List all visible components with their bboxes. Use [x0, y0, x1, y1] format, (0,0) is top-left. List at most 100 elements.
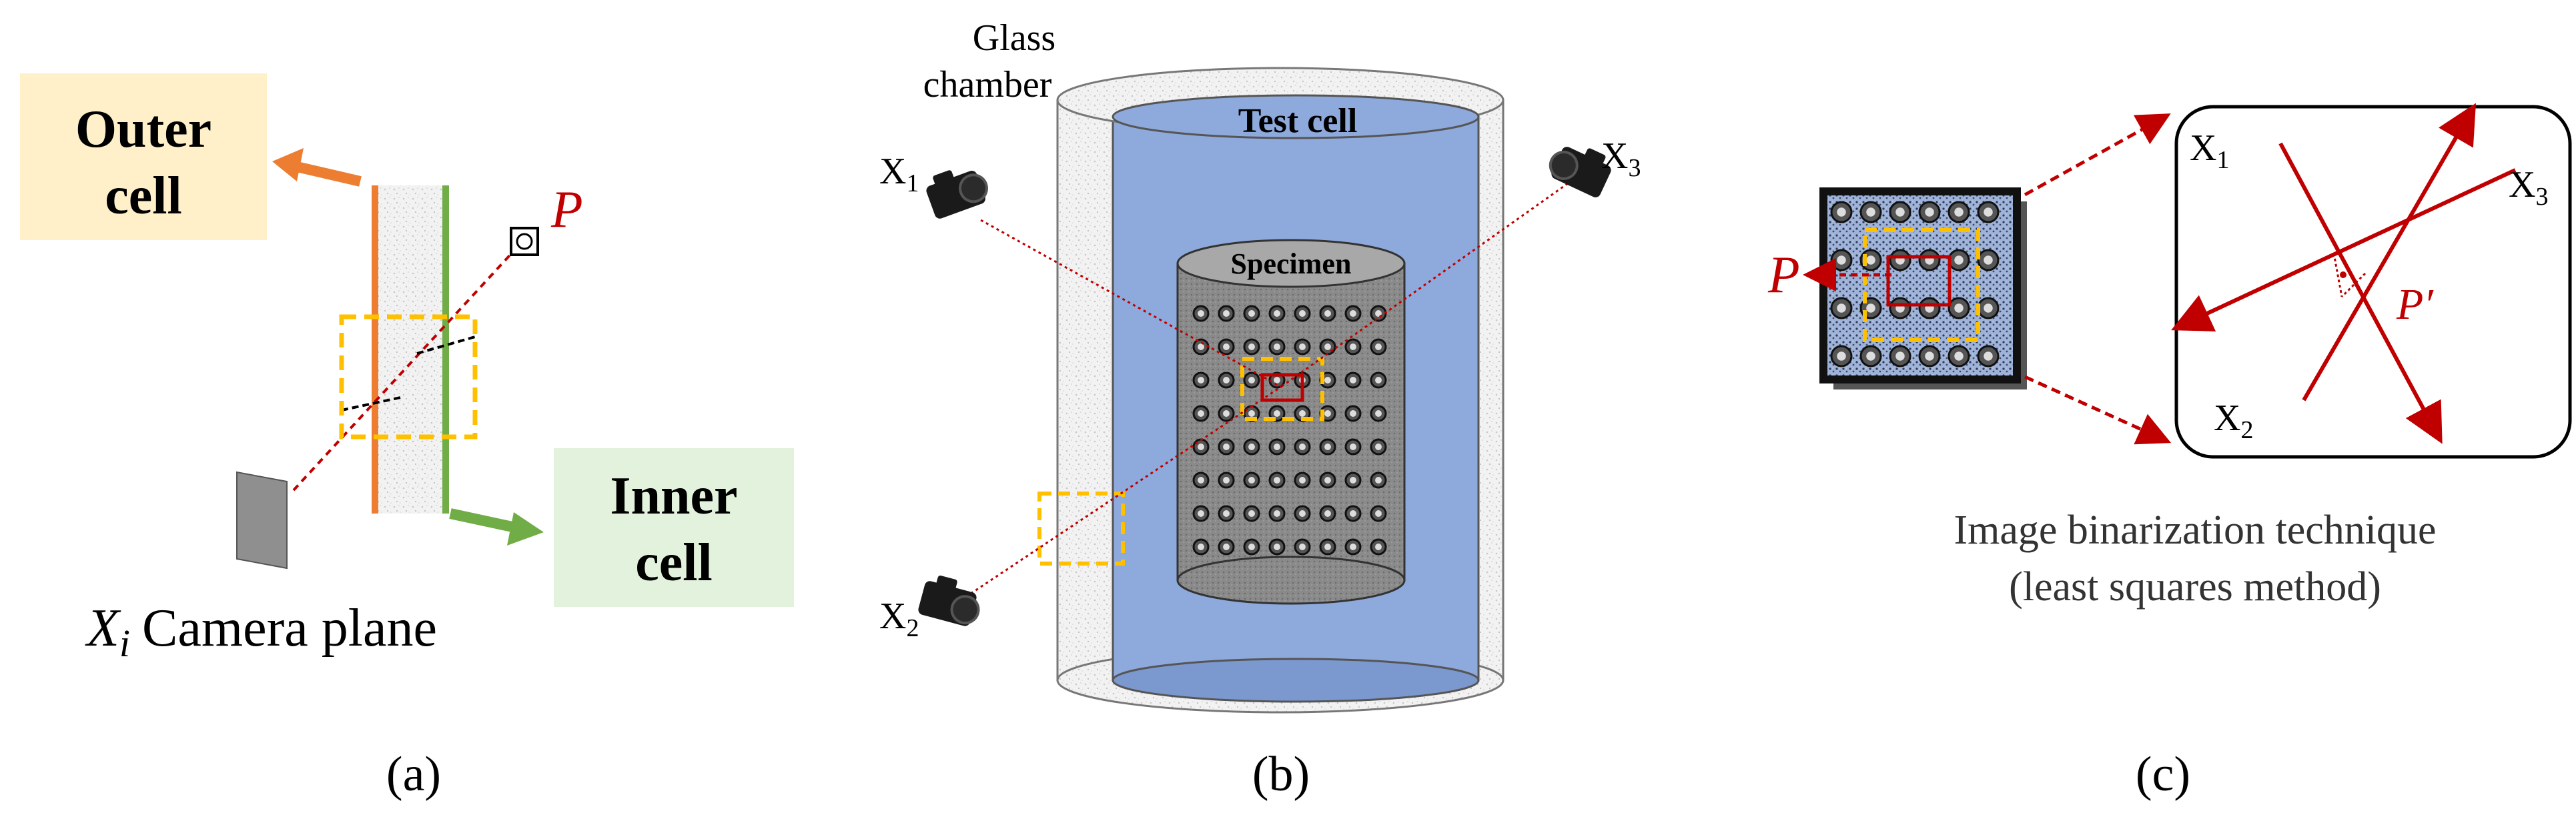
expand-arrow-top: [2024, 113, 2171, 197]
specimen-marker-center: [1223, 343, 1230, 350]
specimen-markers: [1192, 305, 1387, 556]
light-ray: [292, 239, 525, 492]
specimen-marker-center: [1274, 510, 1280, 517]
target-box-c: [1886, 255, 1952, 307]
camera-icon-1: [926, 170, 988, 219]
tile-marker-center: [1866, 303, 1875, 313]
specimen-marker-center: [1223, 477, 1230, 484]
zoom-box-b-specimen: [1240, 357, 1324, 421]
tile-marker-center: [1837, 351, 1846, 361]
caption-c: (c): [2136, 747, 2190, 802]
specimen-marker-center: [1223, 410, 1230, 417]
camera-plane-text: Camera plane: [142, 599, 437, 658]
specimen-marker-center: [1223, 444, 1230, 450]
target-marker: [510, 227, 539, 256]
specimen-marker-center: [1274, 310, 1280, 317]
specimen-marker-center: [1375, 544, 1382, 550]
specimen-body: [1176, 262, 1406, 582]
ray-x2: [2302, 103, 2477, 401]
specimen-marker-center: [1324, 377, 1331, 383]
camera-label-3-x: X: [1601, 135, 1628, 177]
specimen-marker-center: [1324, 477, 1331, 484]
zoom-box-c: [1863, 228, 1980, 342]
specimen-marker-center: [1350, 377, 1356, 383]
specimen-marker-center: [1350, 510, 1356, 517]
specimen-marker-center: [1375, 444, 1382, 450]
outer-cell-label-line1: Outer: [75, 100, 211, 159]
tile-marker-center: [1866, 351, 1875, 361]
specimen-marker-center: [1350, 477, 1356, 484]
zoom-box-a: [339, 314, 478, 440]
specimen-marker-center: [1223, 544, 1230, 550]
inner-cell-label-line2: cell: [635, 534, 712, 592]
test-cell-label: Test cell: [1238, 102, 1358, 140]
expand-arrow-bottom: [2024, 375, 2172, 445]
ray-x3: [2171, 168, 2517, 331]
specimen-marker-center: [1248, 477, 1255, 484]
specimen-marker-center: [1375, 510, 1382, 517]
tile-marker-center: [1954, 207, 1964, 217]
tile-marker-center: [1984, 207, 1993, 217]
outer-cell-box: [20, 73, 267, 240]
camera-label-2-x: X: [879, 596, 906, 637]
specimen-marker-center: [1299, 444, 1306, 450]
test-cell-bottom: [1112, 658, 1480, 703]
specimen-marker-center: [1248, 310, 1255, 317]
inner-cell-arrowhead: [507, 512, 544, 546]
camera-plane: [236, 471, 288, 570]
specimen-marker-center: [1223, 310, 1230, 317]
tile-marker-center: [1837, 255, 1846, 265]
camera-label-2: X2: [879, 596, 919, 642]
detail-x1: X: [2190, 127, 2216, 169]
tile-marker-center: [1895, 207, 1905, 217]
tile-marker-center: [1866, 255, 1875, 265]
tile-marker-center: [1984, 351, 1993, 361]
outer-cell-arrowhead: [272, 148, 304, 181]
camera-icon-3: [1549, 147, 1611, 197]
detail-x2-sub: 2: [2240, 416, 2253, 444]
specimen-marker-center: [1350, 310, 1356, 317]
tile-marker-center: [1866, 207, 1875, 217]
specimen-marker-center: [1248, 410, 1255, 417]
camera-label-3-sub: 3: [1628, 154, 1641, 182]
camera-label-1-x: X: [879, 151, 906, 192]
tile-marker-center: [1984, 303, 1993, 313]
specimen-marker-center: [1198, 410, 1204, 417]
specimen-marker-center: [1375, 410, 1382, 417]
specimen-marker-center: [1324, 510, 1331, 517]
detail-x3: X: [2509, 164, 2535, 205]
specimen-marker-center: [1198, 510, 1204, 517]
specimen-marker-center: [1299, 410, 1306, 417]
camera-label-3: X3: [1601, 135, 1641, 182]
specimen-marker-center: [1198, 444, 1204, 450]
detail-x1-label: X1: [2190, 127, 2229, 174]
specimen-bottom: [1176, 556, 1406, 605]
specimen-marker-center: [1248, 510, 1255, 517]
detail-x1-sub: 1: [2216, 146, 2229, 174]
specimen-marker-center: [1248, 544, 1255, 550]
tile-marker-center: [1954, 255, 1964, 265]
specimen-marker-center: [1248, 343, 1255, 350]
specimen-marker-center: [1375, 477, 1382, 484]
specimen-marker-center: [1324, 544, 1331, 550]
panel-c: P X1 X3 X2 P′ Image binarization techniq…: [1767, 103, 2572, 802]
p-prime-point: [2340, 271, 2346, 278]
point-p-label: P: [550, 180, 583, 238]
specimen-marker-center: [1375, 377, 1382, 383]
tile-marker-center: [1954, 351, 1964, 361]
specimen-marker-center: [1223, 510, 1230, 517]
inner-cell-arrow: [449, 508, 514, 532]
tile-marker-center: [1984, 255, 1993, 265]
detail-x2: X: [2214, 397, 2240, 439]
camera2-sightline: [960, 385, 1282, 602]
specimen-marker-center: [1274, 544, 1280, 550]
specimen-marker-center: [1350, 343, 1356, 350]
camera-icon-2: [918, 575, 980, 626]
specimen-top: [1176, 239, 1406, 288]
glass-chamber-label-line1: Glass: [973, 17, 1055, 59]
target-marker-dot: [516, 233, 533, 250]
inner-cell-label-line1: Inner: [610, 467, 737, 526]
specimen-marker-center: [1198, 343, 1204, 350]
